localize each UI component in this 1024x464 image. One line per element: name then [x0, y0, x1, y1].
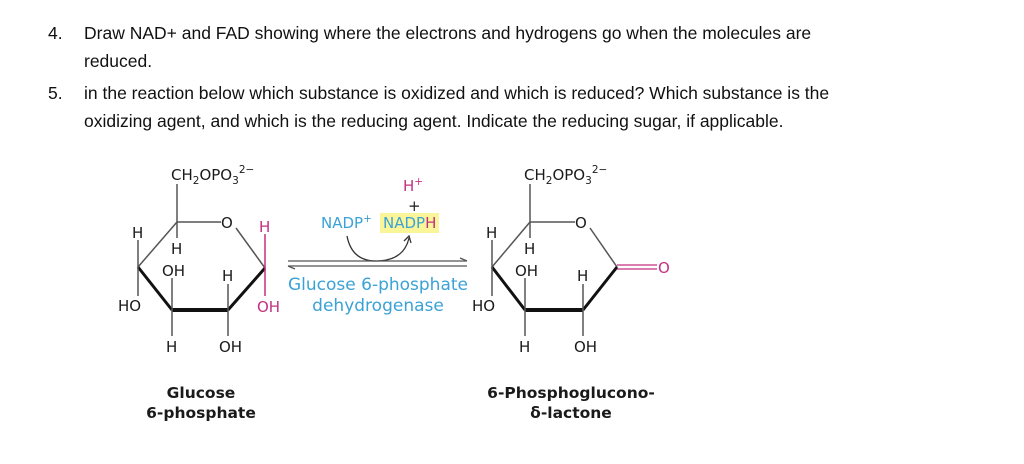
question-text-line: reduced. [84, 51, 153, 71]
enzyme-name: dehydrogenase [312, 296, 444, 316]
ring-oxygen: O [221, 214, 233, 232]
ch2opo3-group: CH2OPO32− [524, 164, 607, 187]
svg-text:H: H [132, 224, 143, 242]
ring-oxygen: O [575, 214, 587, 232]
product-name: δ-lactone [530, 404, 612, 422]
question-text-line: oxidizing agent, and which is the reduci… [84, 111, 784, 131]
substrate-name: 6-phosphate [146, 404, 256, 422]
enzyme-name: Glucose 6-phosphate [288, 275, 468, 295]
svg-text:OH: OH [219, 338, 242, 356]
c1-hydrogen: H [259, 218, 270, 236]
svg-text:HO: HO [118, 297, 141, 315]
substrate-name: Glucose [167, 384, 236, 402]
question-number: 5. [48, 83, 63, 103]
product-name: 6-Phosphoglucono- [487, 384, 655, 402]
svg-text:OH: OH [574, 338, 597, 356]
nadp-plus: NADP+ [321, 213, 372, 232]
ch2opo3-group: CH2OPO32− [171, 164, 254, 187]
svg-text:HO: HO [472, 297, 495, 315]
nadph-highlight [380, 213, 439, 233]
carbonyl-oxygen: O [658, 259, 670, 277]
svg-text:OH: OH [515, 262, 538, 280]
svg-text:H: H [222, 267, 233, 285]
plus-sign: + [408, 197, 421, 215]
svg-text:H: H [519, 338, 530, 356]
svg-text:H: H [171, 240, 182, 258]
c1-hydroxyl: OH [257, 298, 280, 316]
glucose-6-phosphate-structure: CH2OPO32− O H HO H OH H H OH H OH Glucos… [118, 164, 280, 422]
reaction-arrow-group: H+ + NADP+ NADPH Glucose 6-phosphate deh… [287, 176, 468, 316]
curved-arrow-icon [346, 235, 410, 262]
svg-text:H: H [166, 338, 177, 356]
svg-text:H: H [577, 267, 588, 285]
question-text-line: in the reaction below which substance is… [84, 83, 830, 103]
svg-text:H: H [524, 240, 535, 258]
svg-text:OH: OH [162, 262, 185, 280]
phosphoglucono-lactone-structure: CH2OPO32− O O H HO H OH H H OH 6-Phospho… [472, 164, 670, 422]
svg-text:H: H [486, 224, 497, 242]
proton: H+ [403, 176, 423, 195]
question-text-line: Draw NAD+ and FAD showing where the elec… [84, 23, 812, 43]
question-number: 4. [48, 23, 63, 43]
nadph: NADPH [383, 214, 436, 232]
